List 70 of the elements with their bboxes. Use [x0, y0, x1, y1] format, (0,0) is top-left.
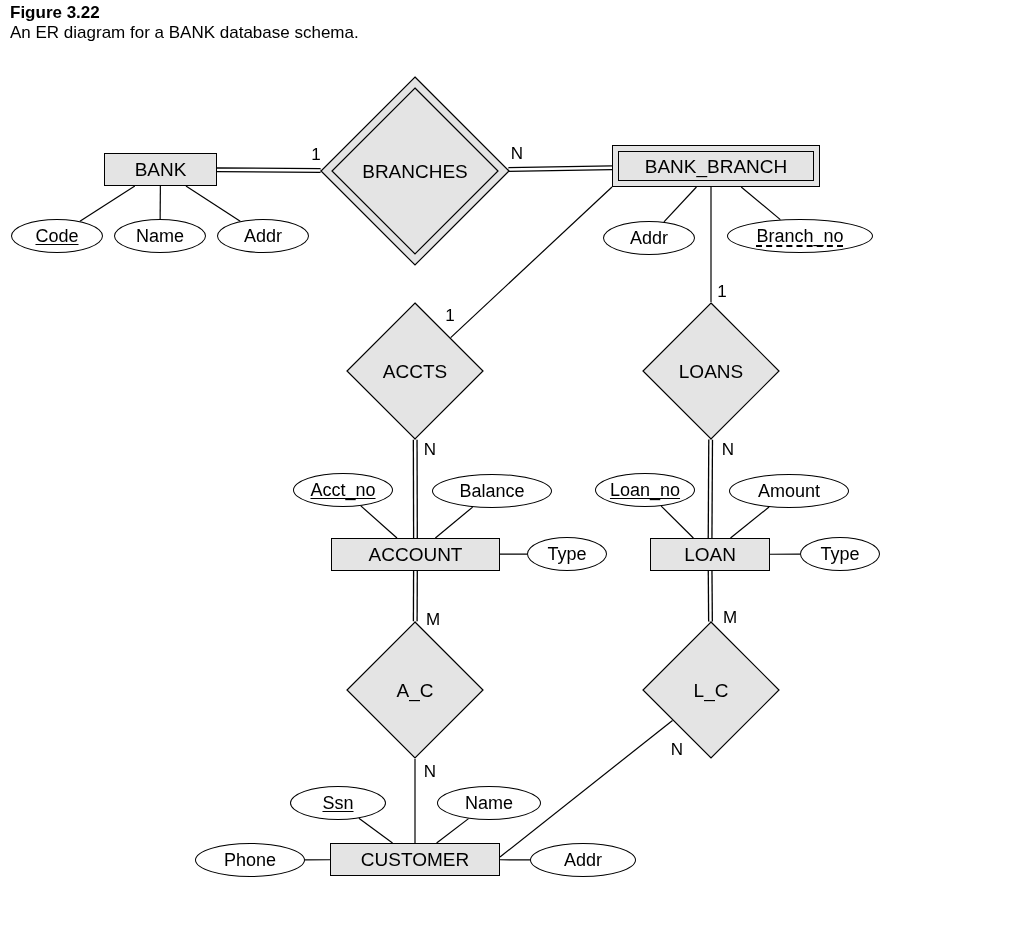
node-label: Loan_no — [609, 481, 681, 499]
entity-box — [104, 153, 217, 186]
connector-line — [660, 505, 694, 539]
figure-caption: An ER diagram for a BANK database schema. — [10, 22, 359, 44]
connector-line — [159, 185, 161, 220]
node-label: BRANCHES — [362, 161, 468, 181]
node-label: Phone — [223, 851, 277, 869]
entity-box — [650, 538, 770, 571]
node-label: Amount — [757, 482, 820, 500]
node-label: Code — [35, 227, 79, 245]
connector-line — [499, 553, 528, 555]
node-label: Acct_no — [310, 481, 376, 499]
node-label: Ssn — [322, 794, 354, 812]
cardinality-label: N — [509, 144, 525, 162]
node-label: BANK — [134, 160, 187, 179]
cardinality-label: 1 — [310, 145, 322, 163]
node-label: Type — [547, 545, 587, 563]
identifying-relationship-diamond — [320, 76, 510, 266]
cardinality-label: M — [721, 608, 739, 626]
double-line — [412, 439, 418, 538]
cardinality-label: 1 — [716, 282, 728, 300]
cardinality-label: N — [422, 762, 438, 780]
node-label: Type — [820, 545, 860, 563]
connector-line — [360, 505, 398, 539]
cardinality-label: 1 — [444, 306, 456, 324]
cardinality-label: M — [424, 610, 442, 628]
figure-title: Figure 3.22 — [10, 2, 100, 24]
connector-line — [304, 859, 331, 861]
node-label: Addr — [244, 227, 282, 245]
relationship-diamond — [642, 621, 780, 759]
double-line — [412, 571, 418, 622]
connector-line — [499, 719, 674, 858]
connector-line — [729, 506, 770, 539]
node-label: L_C — [693, 680, 729, 700]
double-line — [707, 439, 714, 538]
node-label: Branch_no — [756, 227, 844, 245]
connector-line — [663, 186, 698, 223]
node-label: LOAN — [684, 545, 736, 564]
connector-line — [434, 506, 474, 539]
cardinality-label: N — [669, 740, 685, 758]
node-label: Balance — [459, 482, 525, 500]
node-label: ACCOUNT — [368, 545, 463, 564]
entity-box — [330, 843, 500, 876]
connector-line — [499, 859, 531, 861]
node-label: ACCTS — [382, 361, 448, 381]
node-label: CUSTOMER — [360, 850, 470, 869]
connector-line — [769, 553, 801, 555]
connector-line — [450, 186, 613, 339]
connector-line — [740, 186, 781, 221]
double-line — [217, 167, 321, 173]
node-label: Name — [465, 794, 513, 812]
relationship-diamond — [346, 302, 484, 440]
node-label: A_C — [396, 680, 434, 700]
node-label: Name — [136, 227, 184, 245]
connector-line — [414, 758, 416, 844]
entity-box — [331, 538, 500, 571]
node-label: Addr — [564, 851, 602, 869]
connector-line — [436, 818, 470, 844]
node-label: Addr — [630, 229, 668, 247]
connector-line — [185, 185, 241, 222]
node-label: LOANS — [678, 361, 744, 381]
double-line — [707, 571, 713, 622]
double-line — [508, 165, 613, 172]
connector-line — [710, 186, 712, 303]
cardinality-label: N — [422, 440, 438, 458]
cardinality-label: N — [720, 440, 736, 458]
relationship-diamond — [642, 302, 780, 440]
node-label: BANK_BRANCH — [644, 156, 788, 176]
connector-line — [79, 185, 136, 222]
weak-entity-box — [612, 145, 820, 187]
